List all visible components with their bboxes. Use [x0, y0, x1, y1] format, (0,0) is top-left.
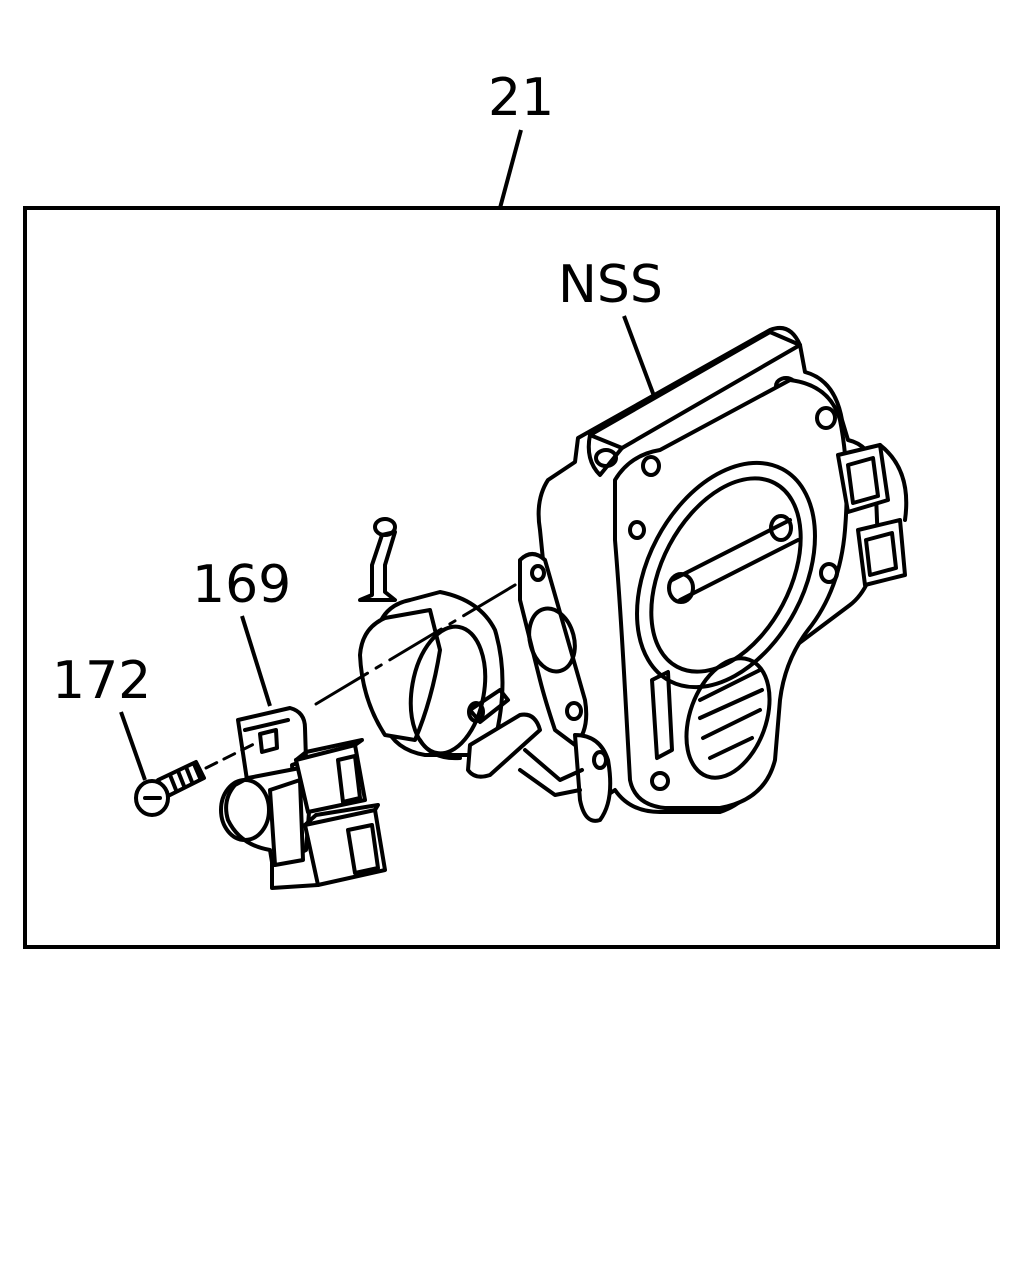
assembly-leader-line [498, 129, 523, 209]
alignment-line [314, 580, 522, 706]
assembly-callout: 21 [488, 68, 554, 128]
sensor-callout: 169 [192, 555, 291, 615]
sensor [219, 706, 387, 890]
throttle-body [518, 325, 909, 823]
sensor-leader-line [240, 615, 272, 707]
screw-leader-line [119, 711, 147, 781]
throttle-body-callout: NSS [558, 255, 663, 315]
assembly-frame [23, 206, 1000, 949]
throttle-body-leader-line [622, 315, 656, 397]
screw [134, 740, 260, 817]
actuator [358, 517, 542, 779]
screw-callout: 172 [52, 651, 151, 711]
